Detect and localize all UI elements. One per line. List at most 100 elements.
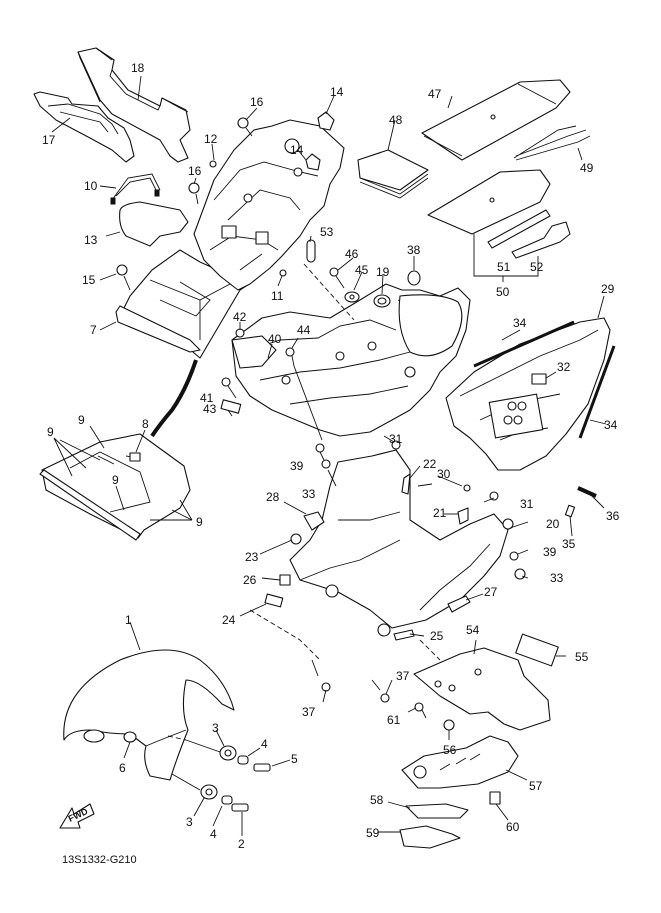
- callout-18: 18: [131, 61, 145, 75]
- part-24-damper: [264, 593, 284, 608]
- callout-43: 43: [203, 402, 217, 416]
- lower-tray-assembly: [39, 433, 191, 541]
- part-53-holder: [306, 239, 316, 263]
- part-1-front-fender: [63, 649, 235, 781]
- center-bracket-assembly: [289, 449, 514, 637]
- callout-9a: 9: [47, 425, 54, 439]
- assembly-line-44: [293, 365, 323, 441]
- callout-49: 49: [580, 161, 594, 175]
- part-57-bracket: [401, 735, 519, 789]
- part-5-bolt: [253, 763, 271, 772]
- callout-6: 6: [119, 761, 126, 775]
- callout-23: 23: [245, 550, 259, 564]
- part-14-clip-a: [317, 111, 335, 131]
- callout-46: 46: [345, 247, 359, 261]
- callout-1: 1: [125, 613, 132, 627]
- part-10-band: [110, 173, 161, 205]
- callout-3a: 3: [212, 721, 219, 735]
- assembly-line-center: [249, 609, 441, 661]
- part-4-collar-a: [237, 755, 249, 765]
- callout-30: 30: [437, 467, 451, 481]
- callout-61: 61: [387, 713, 401, 727]
- part-58-stay: [405, 803, 469, 819]
- part-38-band: [407, 270, 421, 286]
- callout-34b: 34: [604, 418, 618, 432]
- callout-29: 29: [601, 282, 615, 296]
- bracket-50: [473, 234, 539, 282]
- callout-56: 56: [443, 743, 457, 757]
- callout-31b: 31: [520, 497, 534, 511]
- part-21-clip: [457, 507, 469, 525]
- part-8-clip: [129, 452, 141, 462]
- callout-54: 54: [466, 623, 480, 637]
- assembly-line-46: [303, 263, 355, 321]
- part-59-stay: [399, 825, 461, 849]
- callout-16b: 16: [188, 164, 202, 178]
- callout-37b: 37: [396, 669, 410, 683]
- callout-3b: 3: [186, 815, 193, 829]
- callout-41: 41: [200, 391, 214, 405]
- part-22-clip: [401, 473, 411, 495]
- part-29-rear-fender: [445, 317, 611, 471]
- part-49-cord: [513, 125, 591, 161]
- part-37-rivet-b: [380, 693, 390, 703]
- callout-17: 17: [42, 133, 56, 147]
- callout-44: 44: [297, 323, 311, 337]
- part-16-bolt-b: [188, 182, 200, 205]
- callout-37a: 37: [302, 705, 316, 719]
- callout-33b: 33: [550, 571, 564, 585]
- callout-53: 53: [320, 225, 334, 239]
- part-25-holder: [393, 629, 415, 641]
- callout-19: 19: [376, 265, 390, 279]
- part-34-seal-b: [578, 345, 616, 439]
- callout-48: 48: [389, 113, 403, 127]
- part-33-nut-b: [514, 568, 526, 580]
- part-27-plate: [447, 595, 471, 613]
- part-12-rivet: [209, 160, 217, 168]
- part-51-wrench: [487, 209, 551, 249]
- part-41-nut: [221, 377, 231, 387]
- callout-21: 21: [433, 506, 447, 520]
- callout-22: 22: [423, 457, 437, 471]
- callout-5: 5: [291, 752, 298, 766]
- part-39-screw-a: [315, 443, 325, 453]
- part-7-tray: [115, 249, 247, 359]
- callout-45: 45: [355, 263, 369, 277]
- part-28-clip: [303, 511, 325, 531]
- callout-10: 10: [84, 179, 98, 193]
- part-15-bolt: [116, 264, 131, 291]
- callout-9d: 9: [196, 515, 203, 529]
- part-35-damper: [564, 504, 576, 518]
- callout-8: 8: [142, 417, 149, 431]
- part-3-grommet-a: [219, 745, 237, 761]
- callout-55: 55: [575, 650, 589, 664]
- callout-60: 60: [506, 820, 520, 834]
- callout-15: 15: [82, 273, 96, 287]
- callout-42: 42: [233, 310, 247, 324]
- callout-40: 40: [268, 332, 282, 346]
- callout-36: 36: [606, 509, 620, 523]
- part-47-cover: [421, 79, 571, 161]
- part-19-grommet: [373, 294, 391, 308]
- part-55-reflector: [515, 633, 559, 667]
- callout-24: 24: [222, 613, 236, 627]
- callout-57: 57: [529, 779, 543, 793]
- part-13-cover: [119, 201, 189, 247]
- callout-28: 28: [266, 490, 280, 504]
- part-3-grommet-b: [200, 784, 218, 800]
- callout-2: 2: [238, 837, 245, 851]
- part-30-bolt: [417, 483, 471, 492]
- part-43-damper: [220, 399, 242, 414]
- callout-9c: 9: [112, 473, 119, 487]
- assembly-line-37: [311, 659, 381, 691]
- part-16-bolt-a: [237, 117, 253, 137]
- callout-4b: 4: [210, 827, 217, 841]
- callout-16a: 16: [250, 95, 264, 109]
- callout-38: 38: [407, 243, 421, 257]
- part-54-license-bracket: [413, 647, 551, 731]
- callout-26: 26: [243, 573, 257, 587]
- part-36-damper: [577, 486, 597, 498]
- callout-31a: 31: [389, 432, 403, 446]
- callout-4a: 4: [261, 737, 268, 751]
